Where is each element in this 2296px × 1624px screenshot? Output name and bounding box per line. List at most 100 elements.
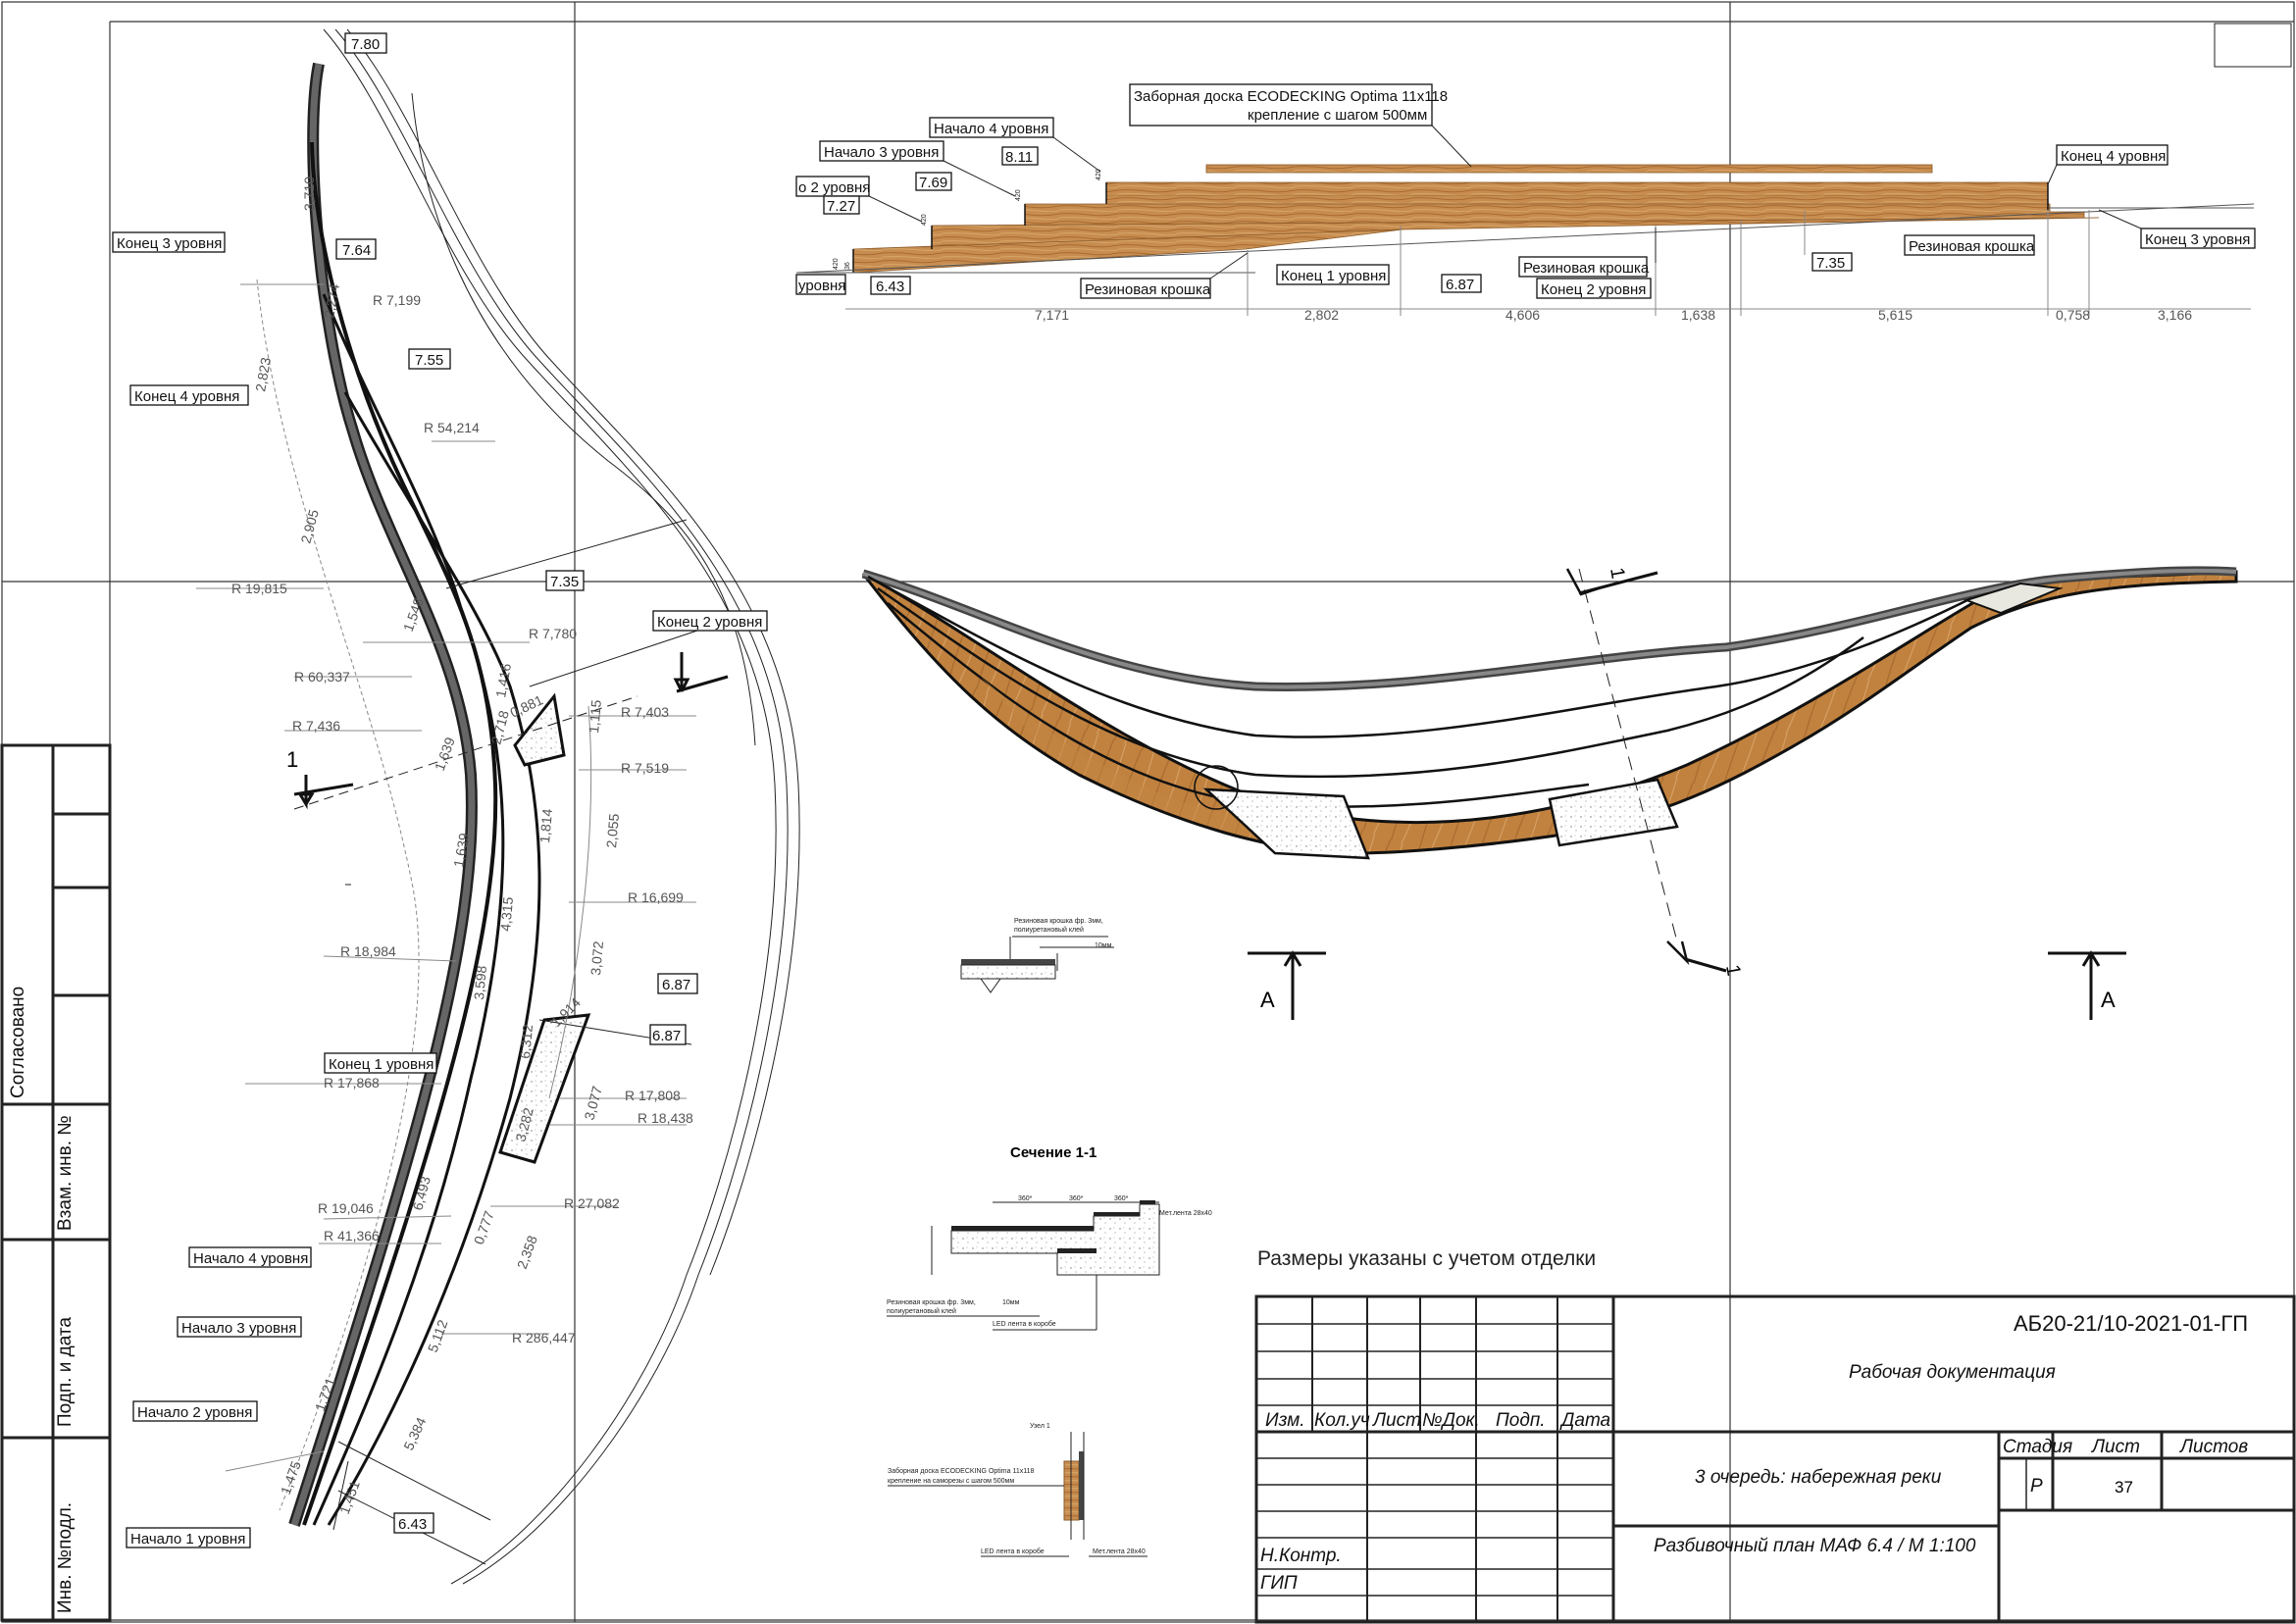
radius-label: R 17,808	[625, 1088, 681, 1103]
elev-dim: 7,171	[1035, 307, 1069, 323]
svg-text:Начало 3 уровня: Начало 3 уровня	[824, 144, 939, 161]
plan-mark-7-55: 7.55	[408, 348, 451, 370]
length-label: 3,077	[581, 1085, 605, 1122]
svg-text:LED лента в коробе: LED лента в коробе	[981, 1548, 1045, 1555]
length-label: 3,598	[471, 965, 489, 1001]
section-1-1: Сечение 1-1 360* 360* 360* Мет.лента 28х…	[887, 1144, 1212, 1331]
svg-text:Резиновая крошка фр. 3мм,: Резиновая крошка фр. 3мм,	[887, 1299, 976, 1306]
stage-header: Стадия	[2003, 1437, 2072, 1457]
svg-text:уровня: уровня	[798, 278, 845, 294]
length-label: 5,384	[400, 1415, 429, 1453]
col-list: Лист	[1371, 1410, 1421, 1431]
section-title: Сечение 1-1	[1010, 1144, 1097, 1161]
plan-label-end4: Конец 4 уровня	[129, 384, 249, 406]
svg-text:10мм: 10мм	[1002, 1299, 1020, 1306]
svg-text:Заборная доска ECODECKING Opti: Заборная доска ECODECKING Optima 11x118	[888, 1467, 1034, 1475]
elev-mark-7-35: 7.35	[1811, 252, 1853, 272]
perspective-view: 1 1 A A	[861, 566, 2238, 1020]
col-izm: Изм.	[1265, 1410, 1305, 1431]
svg-text:о 2 уровня: о 2 уровня	[798, 179, 870, 196]
plan-label-start1: Начало 1 уровня	[126, 1527, 251, 1548]
height-label: 420	[921, 214, 928, 226]
svg-text:LED лента в коробе: LED лента в коробе	[993, 1320, 1056, 1328]
svg-text:Резиновая крошка: Резиновая крошка	[1523, 260, 1650, 277]
sheet-value: 37	[2115, 1478, 2133, 1497]
node-1-detail: Узел 1 Заборная доска ECODECKING Optima …	[888, 1423, 1148, 1557]
elev-label-start2: о 2 уровня	[795, 176, 923, 223]
svg-text:полиуретановый клей: полиуретановый клей	[1014, 926, 1084, 934]
col-podp: Подп.	[1496, 1410, 1546, 1431]
section-mark-bottom: 1	[1721, 963, 1745, 978]
plan-label-start4: Начало 4 уровня	[188, 1246, 312, 1268]
radius-label: R 60,337	[294, 669, 350, 685]
svg-text:6.43: 6.43	[398, 1516, 427, 1533]
svg-text:полиуретановый клей: полиуретановый клей	[887, 1307, 956, 1315]
object-name: 3 очередь: набережная реки	[1695, 1467, 1942, 1488]
corner-box	[2214, 23, 2292, 68]
height-label: 420	[833, 258, 840, 270]
plan-mark-6-87-b: 6.87	[649, 1024, 687, 1045]
svg-text:360*: 360*	[1018, 1195, 1033, 1202]
length-label: 6,493	[409, 1175, 434, 1212]
svg-text:Резиновая крошка: Резиновая крошка	[1085, 281, 1211, 298]
plan-label-end1: Конец 1 уровня	[324, 1052, 437, 1074]
length-label: 1,416	[492, 662, 514, 698]
elev-dim: 1,638	[1681, 307, 1715, 323]
svg-text:Начало 3 уровня: Начало 3 уровня	[181, 1320, 296, 1337]
rubber-detail: Резиновая крошка фр. 3мм, полиуретановый…	[960, 918, 1114, 993]
stamp-agreed: Согласовано	[8, 987, 28, 1098]
svg-text:Конец 4 уровня: Конец 4 уровня	[2061, 148, 2166, 165]
svg-text:Мет.лента 28х40: Мет.лента 28х40	[1093, 1548, 1146, 1555]
height-label: 420	[1015, 189, 1022, 201]
svg-text:7.35: 7.35	[550, 574, 579, 590]
elev-label-end1: Конец 1 уровня	[1276, 264, 1390, 285]
gip: ГИП	[1260, 1573, 1298, 1594]
svg-text:Резиновая крошка: Резиновая крошка	[1909, 238, 2035, 255]
radius-label: R 7,199	[373, 292, 421, 308]
svg-text:8.11: 8.11	[1005, 149, 1033, 166]
plan-mark-6-43: 6.43	[393, 1512, 434, 1534]
sheets-header: Листов	[2178, 1437, 2248, 1457]
side-stamp: Согласовано Взам. инв. № Подп. и дата Ин…	[0, 743, 112, 1622]
view-a-left: A	[1260, 988, 1275, 1012]
svg-text:Конец 1 уровня: Конец 1 уровня	[1281, 268, 1386, 284]
elev-label-end2: Конец 2 уровня	[1536, 278, 1652, 299]
svg-text:Начало 4 уровня: Начало 4 уровня	[193, 1250, 308, 1267]
plan-mark-6-87-a: 6.87	[657, 973, 698, 994]
doc-code: АБ20-21/10-2021-01-ГП	[2014, 1311, 2248, 1336]
radius-label: R 18,438	[638, 1110, 693, 1126]
length-label: 2,055	[603, 813, 622, 849]
svg-text:Конец 2 уровня: Конец 2 уровня	[657, 614, 762, 631]
elev-dim: 3,166	[2158, 307, 2192, 323]
col-koluch: Кол.уч	[1314, 1410, 1370, 1431]
radius-label: R 7,780	[529, 626, 577, 641]
svg-text:6.87: 6.87	[1446, 277, 1474, 293]
elev-mark-7-27: 7.27	[823, 195, 860, 215]
radius-label: R 7,519	[621, 760, 669, 776]
dimensions-note: Размеры указаны с учетом отделки	[1257, 1247, 1596, 1270]
plan-label-end2: Конец 2 уровня	[652, 610, 768, 632]
plan-mark-7-80: 7.80	[344, 32, 387, 54]
svg-text:360*: 360*	[1114, 1195, 1129, 1202]
elev-dim: 5,615	[1878, 307, 1913, 323]
svg-text:Начало 2 уровня: Начало 2 уровня	[137, 1404, 252, 1421]
svg-text:7.69: 7.69	[919, 175, 947, 191]
svg-text:Начало 1 уровня: Начало 1 уровня	[130, 1531, 245, 1548]
radius-label: R 19,815	[231, 581, 287, 596]
svg-text:Конец 3 уровня: Конец 3 уровня	[117, 235, 222, 252]
radius-label: R 19,046	[318, 1200, 374, 1216]
radius-label: R 286,447	[512, 1330, 576, 1345]
plan-label-end3: Конец 3 уровня	[112, 231, 226, 253]
length-label: 5,112	[425, 1317, 451, 1354]
col-data: Дата	[1559, 1410, 1610, 1431]
radius-label: R 54,214	[424, 420, 480, 435]
n-control: Н.Контр.	[1260, 1546, 1342, 1566]
doc-type: Рабочая документация	[1849, 1362, 2056, 1383]
elev-label-end4: Конец 4 уровня	[2047, 144, 2168, 185]
radius-label: R 7,436	[292, 718, 340, 734]
plan-mark-7-64: 7.64	[335, 238, 377, 260]
col-ndok: №Док.	[1422, 1410, 1480, 1431]
length-label: 3,072	[587, 940, 606, 977]
plan-label-start3: Начало 3 уровня	[177, 1316, 302, 1338]
radius-label: R 27,082	[564, 1195, 620, 1211]
